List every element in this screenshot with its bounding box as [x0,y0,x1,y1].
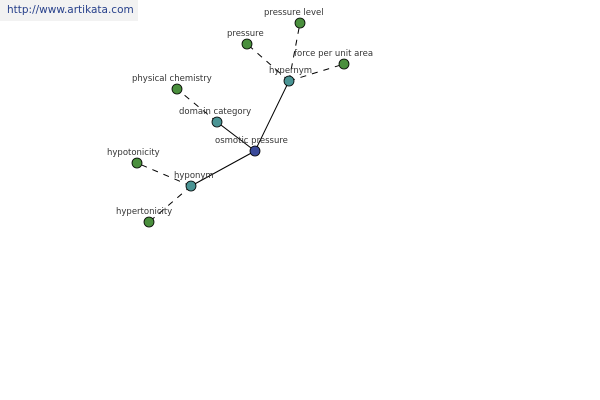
node-physical-chemistry[interactable] [171,83,183,95]
node-label-pressure-level: pressure level [264,8,324,18]
node-pressure-level[interactable] [294,17,306,29]
edge-hypernym-to-pressure [246,43,290,82]
node-label-osmotic-pressure: osmotic pressure [215,136,288,146]
node-label-hypotonicity: hypotonicity [107,148,160,158]
edge-domain-category-to-physical-chemistry [176,88,218,123]
node-label-domain-category: domain category [179,107,251,117]
edge-osmotic-pressure-to-domain-category [216,121,256,152]
node-osmotic-pressure[interactable] [249,145,261,157]
watermark-url: http://www.artikata.com [0,0,138,21]
node-hypertonicity[interactable] [143,216,155,228]
node-label-hypernym: hypernym [269,66,312,76]
node-hyponym[interactable] [185,180,197,192]
edge-osmotic-pressure-to-hyponym [190,150,256,187]
node-label-physical-chemistry: physical chemistry [132,74,212,84]
node-pressure[interactable] [241,38,253,50]
node-label-hypertonicity: hypertonicity [116,207,172,217]
node-label-force-per-unit-area: force per unit area [294,49,373,59]
node-domain-category[interactable] [211,116,223,128]
node-label-hyponym: hyponym [174,171,214,181]
labels-layer: osmotic pressure hypernym domain category h… [107,8,373,217]
node-force-per-unit-area[interactable] [338,58,350,70]
edge-hyponym-to-hypotonicity [136,162,192,187]
edge-hypernym-to-pressure-level [288,22,301,82]
nodes-layer [131,17,350,228]
node-label-pressure: pressure [227,29,264,39]
edge-hypernym-to-force-per-unit-area [288,63,345,82]
edge-hyponym-to-hypertonicity [148,185,192,223]
node-hypotonicity[interactable] [131,157,143,169]
node-hypernym[interactable] [283,75,295,87]
edge-osmotic-pressure-to-hypernym [254,80,290,152]
edges-layer [136,22,345,223]
